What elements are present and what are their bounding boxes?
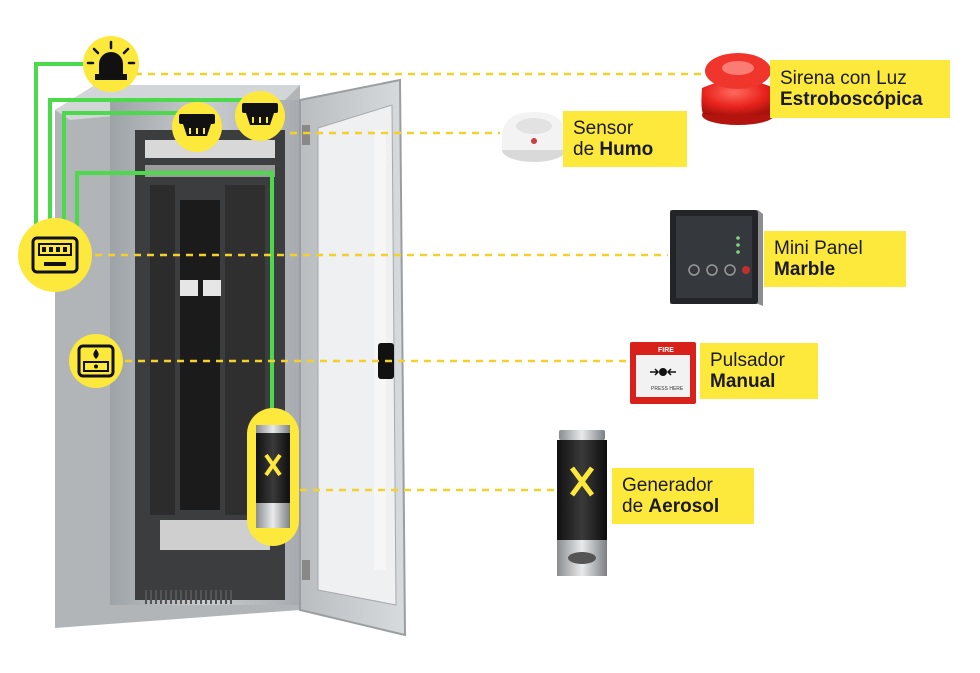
label-smoke-sensor: Sensor de Humo	[563, 111, 687, 167]
label-mini-panel: Mini Panel Marble	[764, 231, 906, 287]
press-here-text: PRESS HERE	[651, 386, 684, 392]
label-siren-line1: Sirena con Luz	[780, 68, 907, 89]
smoke-sensor-device	[502, 112, 566, 162]
smoke-detector-icon	[172, 102, 222, 152]
aerosol-generator-device	[557, 430, 607, 576]
label-pulsador-line1: Pulsador	[710, 350, 785, 371]
mini-panel-marble-device	[670, 210, 763, 306]
strobe-siren-device	[701, 53, 775, 125]
control-panel-icon	[18, 218, 92, 292]
label-generador-line1: Generador	[622, 475, 713, 496]
label-smoke-line2-bold: Humo	[599, 139, 654, 160]
manual-call-point-icon	[69, 334, 123, 388]
electrical-cabinet	[55, 78, 407, 637]
aerosol-generator-icon	[247, 408, 299, 546]
label-generador-line2: de Aerosol	[622, 496, 742, 517]
smoke-detector-icon	[235, 91, 285, 141]
label-pulsador-line2: Manual	[710, 371, 776, 392]
label-panel-line1: Mini Panel	[774, 238, 863, 259]
manual-call-point-device: FIRE PRESS HERE	[630, 342, 696, 404]
label-generador-line2-prefix: de	[622, 496, 649, 517]
siren-icon	[83, 36, 139, 92]
label-generador: Generador de Aerosol	[612, 468, 754, 524]
dashed-connectors	[95, 72, 705, 492]
label-smoke-line2: de Humo	[573, 139, 675, 160]
label-smoke-line1: Sensor	[573, 118, 634, 139]
label-generador-line2-bold: Aerosol	[648, 496, 720, 517]
fire-sign-text: FIRE	[658, 347, 674, 354]
label-panel-line2: Marble	[774, 259, 836, 280]
wiring	[34, 62, 274, 410]
label-pulsador: Pulsador Manual	[700, 343, 818, 399]
label-siren: Sirena con Luz Estroboscópica	[770, 60, 950, 118]
label-siren-line2: Estroboscópica	[780, 89, 923, 110]
label-smoke-line2-prefix: de	[573, 139, 600, 160]
